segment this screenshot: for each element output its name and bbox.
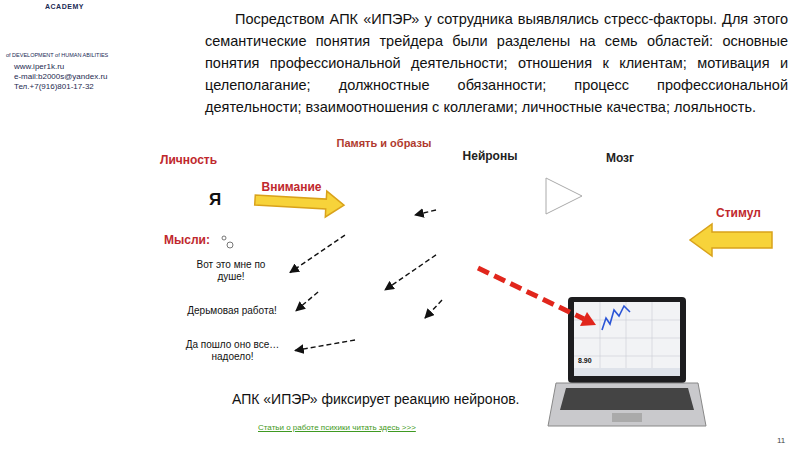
caption-text: АПК «ИПЭР» фиксирует реакцию нейронов.: [232, 391, 520, 407]
contact-info: www.iper1k.ru: [14, 62, 64, 71]
page-number: 11: [777, 436, 785, 445]
laptop: [548, 297, 706, 426]
dashed-connector: [295, 340, 355, 351]
brain-node: Мозг: [550, 150, 690, 300]
thought-text: Вот это мне по душе!: [196, 259, 266, 282]
link-text: Статьи о работе психики читать здесь >>>: [258, 423, 416, 432]
thought-text: Да пошло оно все… надоело!: [184, 339, 281, 362]
memory-shape: [303, 150, 465, 390]
neuron-picture: [430, 164, 550, 323]
connector-line: [385, 255, 436, 290]
body-paragraph: Посредством АПК «ИПЭР» у сотрудника выяв…: [205, 8, 788, 118]
connector-line: [295, 340, 355, 351]
dashed-connector: [290, 235, 345, 272]
connector-line: [296, 292, 318, 311]
logo-text: ACADEMY: [45, 3, 84, 10]
thought-cloud: Вот это мне по душе!: [172, 250, 290, 291]
thought-cloud: Да пошло оно все… надоело!: [170, 330, 295, 371]
node-heading: Личность: [160, 153, 255, 167]
dashed-connector: [296, 292, 318, 311]
node-heading: Память и образы: [303, 136, 465, 150]
thought-cloud: Дерьмовая работа!: [168, 296, 296, 326]
contact-info: e-mail:b2000s@yandex.ru: [14, 72, 108, 81]
memory-ellipse: Память и образы: [303, 136, 465, 390]
green-band: [0, 0, 215, 450]
dashed-connector: [385, 255, 436, 290]
edge-label: Внимание: [261, 180, 323, 194]
academy-logo: [44, 13, 80, 49]
thought-text: Дерьмовая работа!: [180, 305, 284, 317]
stimulus-label: Стимул: [716, 206, 761, 220]
signal-arrow: [478, 268, 596, 326]
dashed-connector: [415, 210, 436, 215]
green-band: [0, 0, 125, 330]
stimulus-arrow: [690, 224, 772, 256]
screen-value: 8.90: [578, 357, 592, 364]
connector-line: [425, 300, 442, 318]
thought-dots: [222, 236, 233, 248]
node-heading: Мозг: [550, 150, 690, 166]
neurons-panel: Нейроны: [430, 148, 550, 323]
node-heading: Нейроны: [430, 148, 550, 164]
brain-picture: [550, 166, 690, 300]
sun-letter: Я: [195, 190, 235, 210]
logo-text: of DEVELOPMENT of HUMAN ABILITIES: [6, 52, 108, 58]
connector-line: [415, 210, 436, 215]
connector-line: [290, 235, 345, 272]
thoughts-label: Мысли:: [164, 233, 210, 247]
arrow-body: [255, 191, 344, 217]
attention-arrow: [255, 191, 344, 217]
personality-node: ЛичностьЯ: [160, 153, 255, 235]
contact-info: Тел.+7(916)801-17-32: [14, 82, 94, 91]
speech-pointer: [546, 178, 582, 214]
dashed-connector: [425, 300, 442, 318]
